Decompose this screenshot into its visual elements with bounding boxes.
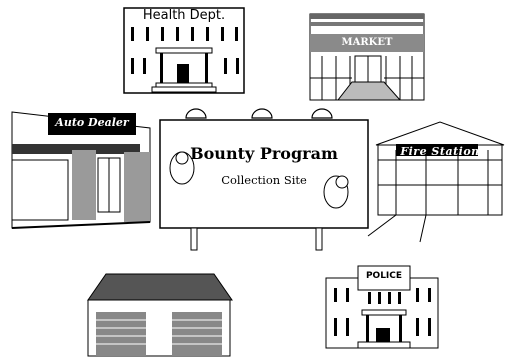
health-dept-label: Health Dept. <box>142 8 226 23</box>
billboard-title: Bounty Program <box>190 144 338 163</box>
fire-station-label: Fire Station <box>400 145 480 158</box>
auto-dealer-label: Auto Dealer <box>55 116 129 129</box>
market-label: MARKET <box>341 37 393 48</box>
police-label: POLICE <box>365 271 403 281</box>
billboard-subtitle: Collection Site <box>221 173 307 187</box>
auto-repair-label: Auto Repair <box>125 302 193 315</box>
